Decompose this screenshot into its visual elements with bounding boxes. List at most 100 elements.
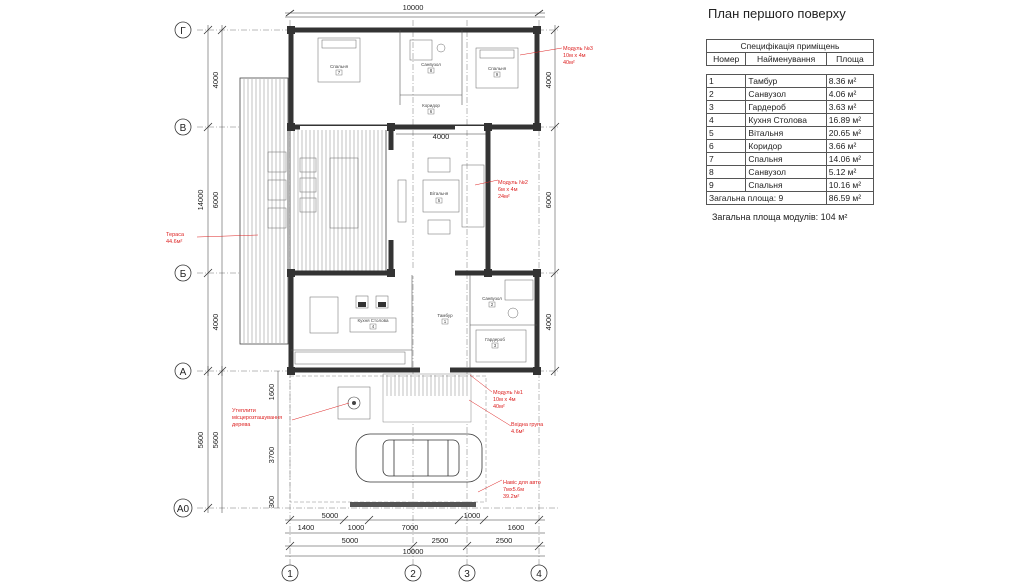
svg-text:2: 2 <box>491 302 494 307</box>
dim-left-outer-2: 5600 <box>211 432 220 449</box>
dim-bottom-2: 2500 <box>496 536 513 545</box>
spec-caption: Специфікація приміщень <box>706 39 874 53</box>
cell: 10.16 м² <box>825 178 875 192</box>
dim-mid: 4000 <box>433 132 450 141</box>
room-label: Кухня Столова <box>358 318 389 323</box>
svg-text:7: 7 <box>338 70 341 75</box>
furniture <box>267 37 534 365</box>
dim-right-b: 6000 <box>544 192 553 209</box>
dim-inner-1: 1600 <box>267 384 276 401</box>
dim-left-a: 4000 <box>211 72 220 89</box>
axis-col-label: 3 <box>464 569 470 580</box>
axis-row-label: Г <box>180 26 186 37</box>
total-row: Загальна площа: 9 86.59 м² <box>706 191 875 205</box>
chairs-dark <box>358 302 386 307</box>
dim-left-outer: 5600 <box>196 432 205 449</box>
cell: 1 <box>705 74 747 88</box>
note-tree-line: Утеплити <box>232 408 256 414</box>
carport <box>289 375 487 507</box>
note-module3-line: 10м х 4м <box>563 53 586 59</box>
dim-bottom-2: 5000 <box>342 536 359 545</box>
spec-header: Найменування <box>745 52 827 66</box>
dimension-lines <box>207 12 556 557</box>
cell: 4 <box>705 113 747 127</box>
axis-col-label: 4 <box>536 569 542 580</box>
total-value: 86.59 м² <box>825 191 875 205</box>
dim-inner-3: 300 <box>267 496 276 509</box>
openings <box>300 126 485 374</box>
axis-row-label: А0 <box>177 504 190 515</box>
cell: Тамбур <box>745 74 827 88</box>
room-label: Санвузол <box>421 62 441 67</box>
dim-bottom: 1600 <box>508 523 525 532</box>
axis-row-label: Б <box>180 269 187 280</box>
dim-bottom-2: 2500 <box>432 536 449 545</box>
dim-bottom: 1400 <box>298 523 315 532</box>
note-carport-line: 7мх5.6м <box>503 487 524 493</box>
axis-bubbles-cols: 1 2 3 4 <box>281 564 548 582</box>
terrace <box>239 77 387 345</box>
room-label: Коридор <box>422 103 440 108</box>
svg-text:6: 6 <box>430 109 433 114</box>
note-carport-line: 39.2м² <box>503 494 519 500</box>
axis-bubbles-rows: Г В Б А А0 <box>173 21 193 518</box>
note-tree-line: місцерозташування <box>232 415 282 421</box>
note-module3-line: Модуль №3 <box>563 46 593 52</box>
note-terrace-line: Тераса <box>166 232 185 238</box>
note-entry-line: 4.6м² <box>511 429 524 435</box>
spec-header: Площа <box>825 52 875 66</box>
axis-row-label: В <box>180 123 187 134</box>
dim-bottom: 1000 <box>348 523 365 532</box>
spec-header: Номер <box>705 52 747 66</box>
dim-top: 10000 <box>403 3 424 12</box>
svg-text:8: 8 <box>430 68 433 73</box>
dim-bottom: 7000 <box>402 523 419 532</box>
cell: 5.12 м² <box>825 165 875 179</box>
cell: 14.06 м² <box>825 152 875 166</box>
dim-left-total: 14000 <box>196 190 205 211</box>
axis-col-label: 2 <box>410 569 416 580</box>
svg-text:3: 3 <box>494 343 497 348</box>
cell: 20.65 м² <box>825 126 875 140</box>
note-carport-line: Навіс для авто <box>503 480 541 486</box>
room-label: Спальня <box>330 64 349 69</box>
svg-text:9: 9 <box>496 72 499 77</box>
cell: 7 <box>705 152 747 166</box>
dim-bottom-5000: 5000 <box>322 511 339 520</box>
interior-partitions <box>291 30 537 368</box>
cell: 3.66 м² <box>825 139 875 153</box>
cell: 5 <box>705 126 747 140</box>
note-module1-line: 10м х 4м <box>493 397 516 403</box>
dim-bottom: 1000 <box>464 511 481 520</box>
room-label: Тамбур <box>437 313 453 318</box>
cell: 16.89 м² <box>825 113 875 127</box>
room-label: Спальня <box>488 66 507 71</box>
cell: 4.06 м² <box>825 87 875 101</box>
note-module3-line: 40м² <box>563 60 575 66</box>
entry-steps <box>382 373 472 423</box>
cell: 3 <box>705 100 747 114</box>
dim-right-a: 4000 <box>544 72 553 89</box>
note-module1-line: 40м² <box>493 404 505 410</box>
spec-header-row: Номер Найменування Площа <box>705 52 875 66</box>
room-labels: Спальня 7 Санвузол 8 Спальня 9 Коридор 6… <box>330 62 507 349</box>
room-specification: План першого поверху Специфікація приміщ… <box>705 6 896 222</box>
axis-col-label: 1 <box>287 569 293 580</box>
cell: Вітальня <box>745 126 827 140</box>
note-module2-line: 6м х 4м <box>498 187 518 193</box>
cell: Санвузол <box>745 87 827 101</box>
columns <box>287 26 541 375</box>
dim-left-c: 4000 <box>211 314 220 331</box>
note-module1-line: Модуль №1 <box>493 390 523 396</box>
cell: 8 <box>705 165 747 179</box>
svg-text:1: 1 <box>444 319 447 324</box>
note-entry-line: Вхідна група <box>511 422 544 428</box>
cell: 8.36 м² <box>825 74 875 88</box>
